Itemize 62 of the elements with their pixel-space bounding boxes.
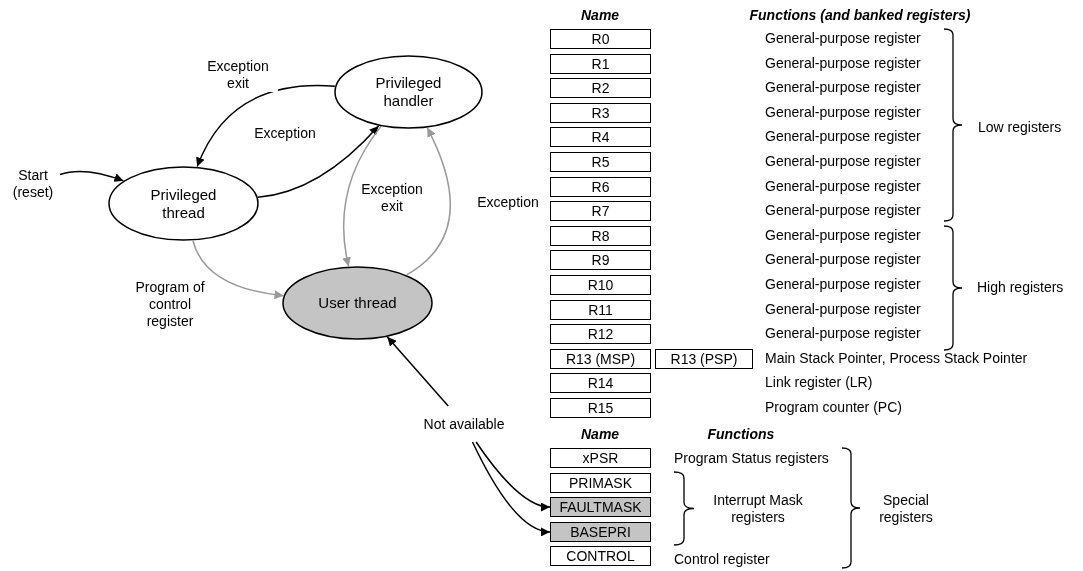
register-field: R5 bbox=[550, 152, 651, 172]
register-field: R11 bbox=[550, 299, 651, 320]
register-field: R6 bbox=[550, 176, 651, 197]
label-text: Special registers bbox=[878, 492, 934, 526]
note-text: Start (reset) bbox=[6, 166, 60, 202]
label-text: Main Stack Pointer, Process Stack Pointer bbox=[765, 349, 1028, 367]
register-field: R7 bbox=[550, 201, 651, 222]
label-text: Low registers bbox=[978, 119, 1062, 136]
label-text: High registers bbox=[977, 279, 1064, 296]
label-text: General-purpose register bbox=[765, 30, 921, 47]
register-field: xPSR bbox=[550, 448, 651, 468]
column-header: Functions (and banked registers) bbox=[749, 7, 971, 24]
label-text: Control register bbox=[674, 551, 770, 568]
arrow bbox=[475, 441, 551, 511]
register-field: R0 bbox=[550, 29, 651, 49]
register-field: R3 bbox=[550, 102, 651, 123]
register-field: R2 bbox=[550, 78, 651, 99]
column-header: Name bbox=[581, 426, 620, 443]
state-ellipse: Privileged thread bbox=[108, 166, 259, 241]
label-text: General-purpose register bbox=[765, 153, 921, 170]
register-field: R9 bbox=[550, 250, 651, 271]
arrow bbox=[196, 84, 336, 168]
register-field: R15 bbox=[550, 398, 651, 418]
arrow bbox=[192, 239, 285, 300]
arrow bbox=[386, 336, 449, 407]
register-field: R4 bbox=[550, 127, 651, 148]
register-field: PRIMASK bbox=[550, 472, 651, 493]
register-field: R13 (MSP) bbox=[550, 348, 651, 369]
register-field: R1 bbox=[550, 53, 651, 74]
register-field: R10 bbox=[550, 275, 651, 295]
label-text: General-purpose register bbox=[765, 276, 921, 293]
note-text: Not available bbox=[412, 406, 516, 442]
label-text: General-purpose register bbox=[765, 325, 921, 343]
arrow bbox=[405, 127, 452, 276]
label-text: Link register (LR) bbox=[765, 374, 873, 392]
label-text: Program counter (PC) bbox=[765, 399, 902, 416]
label-text: General-purpose register bbox=[765, 251, 921, 269]
column-header: Name bbox=[581, 7, 620, 24]
register-field: CONTROL bbox=[550, 546, 651, 567]
label-text: General-purpose register bbox=[765, 177, 921, 195]
label-text: Program Status registers bbox=[674, 450, 829, 467]
register-field: FAULTMASK bbox=[550, 497, 651, 518]
label-text: General-purpose register bbox=[765, 226, 921, 244]
register-field: R8 bbox=[550, 225, 651, 246]
state-ellipse: User thread bbox=[282, 266, 433, 340]
arrow bbox=[59, 170, 125, 182]
label-text: General-purpose register bbox=[765, 300, 921, 318]
label-text: General-purpose register bbox=[765, 103, 921, 121]
label-text: General-purpose register bbox=[765, 128, 921, 146]
register-field: BASEPRI bbox=[550, 521, 651, 542]
label-text: Interrupt Mask registers bbox=[712, 492, 804, 526]
register-field: R14 bbox=[550, 373, 651, 394]
label-text: General-purpose register bbox=[765, 54, 921, 72]
column-header: Functions bbox=[707, 426, 775, 443]
arrow bbox=[471, 441, 551, 536]
label-text: General-purpose register bbox=[765, 79, 921, 97]
state-ellipse: Privileged handler bbox=[334, 55, 483, 129]
arrow bbox=[342, 125, 382, 268]
register-field: R13 (PSP) bbox=[655, 348, 753, 369]
arrow bbox=[257, 125, 380, 198]
register-field: R12 bbox=[550, 324, 651, 345]
label-text: General-purpose register bbox=[765, 202, 921, 220]
